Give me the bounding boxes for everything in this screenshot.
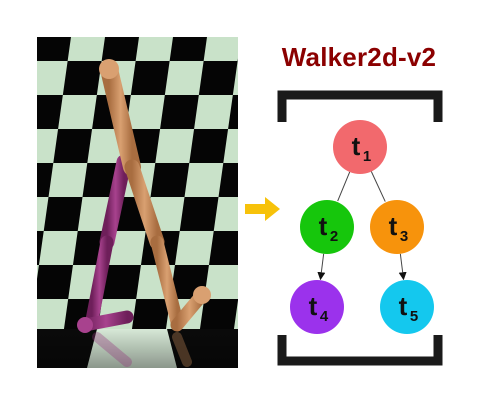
node-subscript-t2: 2 bbox=[330, 228, 338, 245]
node-subscript-t4: 4 bbox=[320, 308, 329, 325]
right-arrow-icon bbox=[245, 197, 280, 221]
edge-t1-t3 bbox=[370, 171, 386, 202]
node-subscript-t1: 1 bbox=[363, 148, 371, 165]
node-circle-t3 bbox=[370, 200, 424, 254]
diagram-title: Walker2d-v2 bbox=[281, 42, 437, 72]
node-label-t3: t bbox=[389, 211, 398, 241]
node-label-t2: t bbox=[319, 211, 328, 241]
node-subscript-t5: 5 bbox=[410, 308, 418, 325]
edge-t1-t2 bbox=[337, 171, 351, 202]
node-circle-t5 bbox=[380, 280, 434, 334]
node-subscript-t3: 3 bbox=[400, 228, 408, 245]
bottom-bracket bbox=[277, 335, 443, 366]
node-circle-t4 bbox=[290, 280, 344, 334]
node-circle-t1 bbox=[333, 120, 387, 174]
node-label-t5: t bbox=[399, 291, 408, 321]
edge-t3-t5 bbox=[398, 253, 407, 281]
node-label-t1: t bbox=[352, 131, 361, 161]
node-circle-t2 bbox=[300, 200, 354, 254]
node-label-t4: t bbox=[309, 291, 318, 321]
walker2d-scene bbox=[37, 37, 238, 368]
edge-t2-t4 bbox=[317, 253, 326, 281]
top-bracket bbox=[277, 90, 443, 122]
